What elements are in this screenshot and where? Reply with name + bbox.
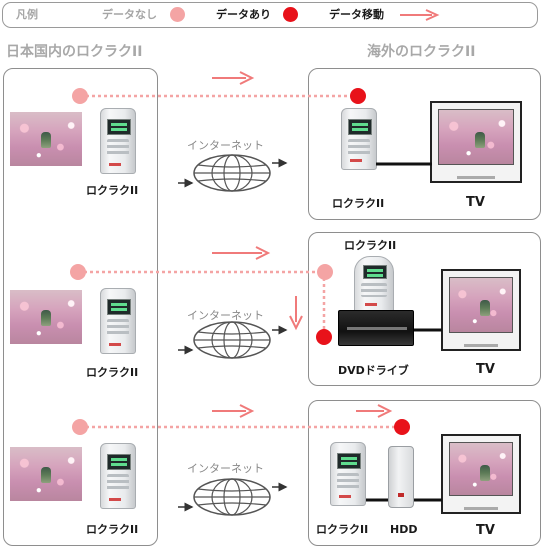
flower-photo-icon	[10, 112, 82, 166]
rokuraku-device-icon	[354, 256, 394, 314]
globe-icon	[178, 321, 288, 359]
legend-title: 凡例	[16, 8, 38, 21]
rokuraku-device-icon	[100, 288, 136, 354]
legend-has-data-label: データあり	[216, 8, 271, 21]
hdd-label: HDD	[390, 523, 418, 536]
domestic-rokuraku-label-3: ロクラクII	[86, 523, 139, 536]
has-data-dot-icon	[283, 7, 298, 22]
domestic-group-box	[3, 68, 158, 546]
legend-no-data-label: データなし	[102, 8, 157, 21]
domestic-rokuraku-label-1: ロクラクII	[86, 184, 139, 197]
internet-label-2: インターネット	[187, 309, 264, 322]
rokuraku-device-icon	[341, 108, 377, 170]
tv-label-3: TV	[476, 523, 495, 538]
tv-label-2: TV	[476, 362, 495, 377]
flower-photo-icon	[10, 447, 82, 501]
tv-icon	[430, 101, 522, 183]
overseas-box-2	[308, 232, 541, 386]
globe-icon	[178, 154, 288, 192]
legend	[2, 2, 538, 28]
dvd-drive-label: DVDドライブ	[338, 364, 409, 377]
overseas-rokuraku-label-3: ロクラクII	[316, 523, 369, 536]
move-arrow-icon	[212, 246, 271, 260]
hdd-icon	[388, 446, 414, 508]
tv-icon	[441, 434, 521, 514]
internet-label-3: インターネット	[187, 462, 264, 475]
overseas-rokuraku-label-2: ロクラクII	[344, 239, 397, 252]
move-down-arrow-icon	[289, 296, 303, 331]
globe-icon	[178, 478, 288, 516]
no-data-dot-icon	[170, 7, 185, 22]
flower-photo-icon	[10, 290, 82, 344]
domestic-title: 日本国内のロクラクII	[6, 44, 143, 60]
move-arrow-icon	[212, 404, 255, 418]
overseas-box-1	[308, 68, 541, 220]
tv-label-1: TV	[466, 195, 485, 210]
rokuraku-device-icon	[330, 442, 366, 506]
legend-data-move-label: データ移動	[329, 8, 384, 21]
overseas-rokuraku-label-1: ロクラクII	[332, 197, 385, 210]
tv-icon	[441, 269, 521, 351]
domestic-rokuraku-label-2: ロクラクII	[86, 366, 139, 379]
overseas-box-3	[308, 400, 541, 546]
internet-label-1: インターネット	[187, 139, 264, 152]
dvd-drive-icon	[338, 310, 414, 346]
rokuraku-device-icon	[100, 108, 136, 174]
overseas-title: 海外のロクラクII	[367, 44, 476, 60]
move-arrow-icon	[212, 71, 255, 85]
rokuraku-device-icon	[100, 443, 136, 509]
